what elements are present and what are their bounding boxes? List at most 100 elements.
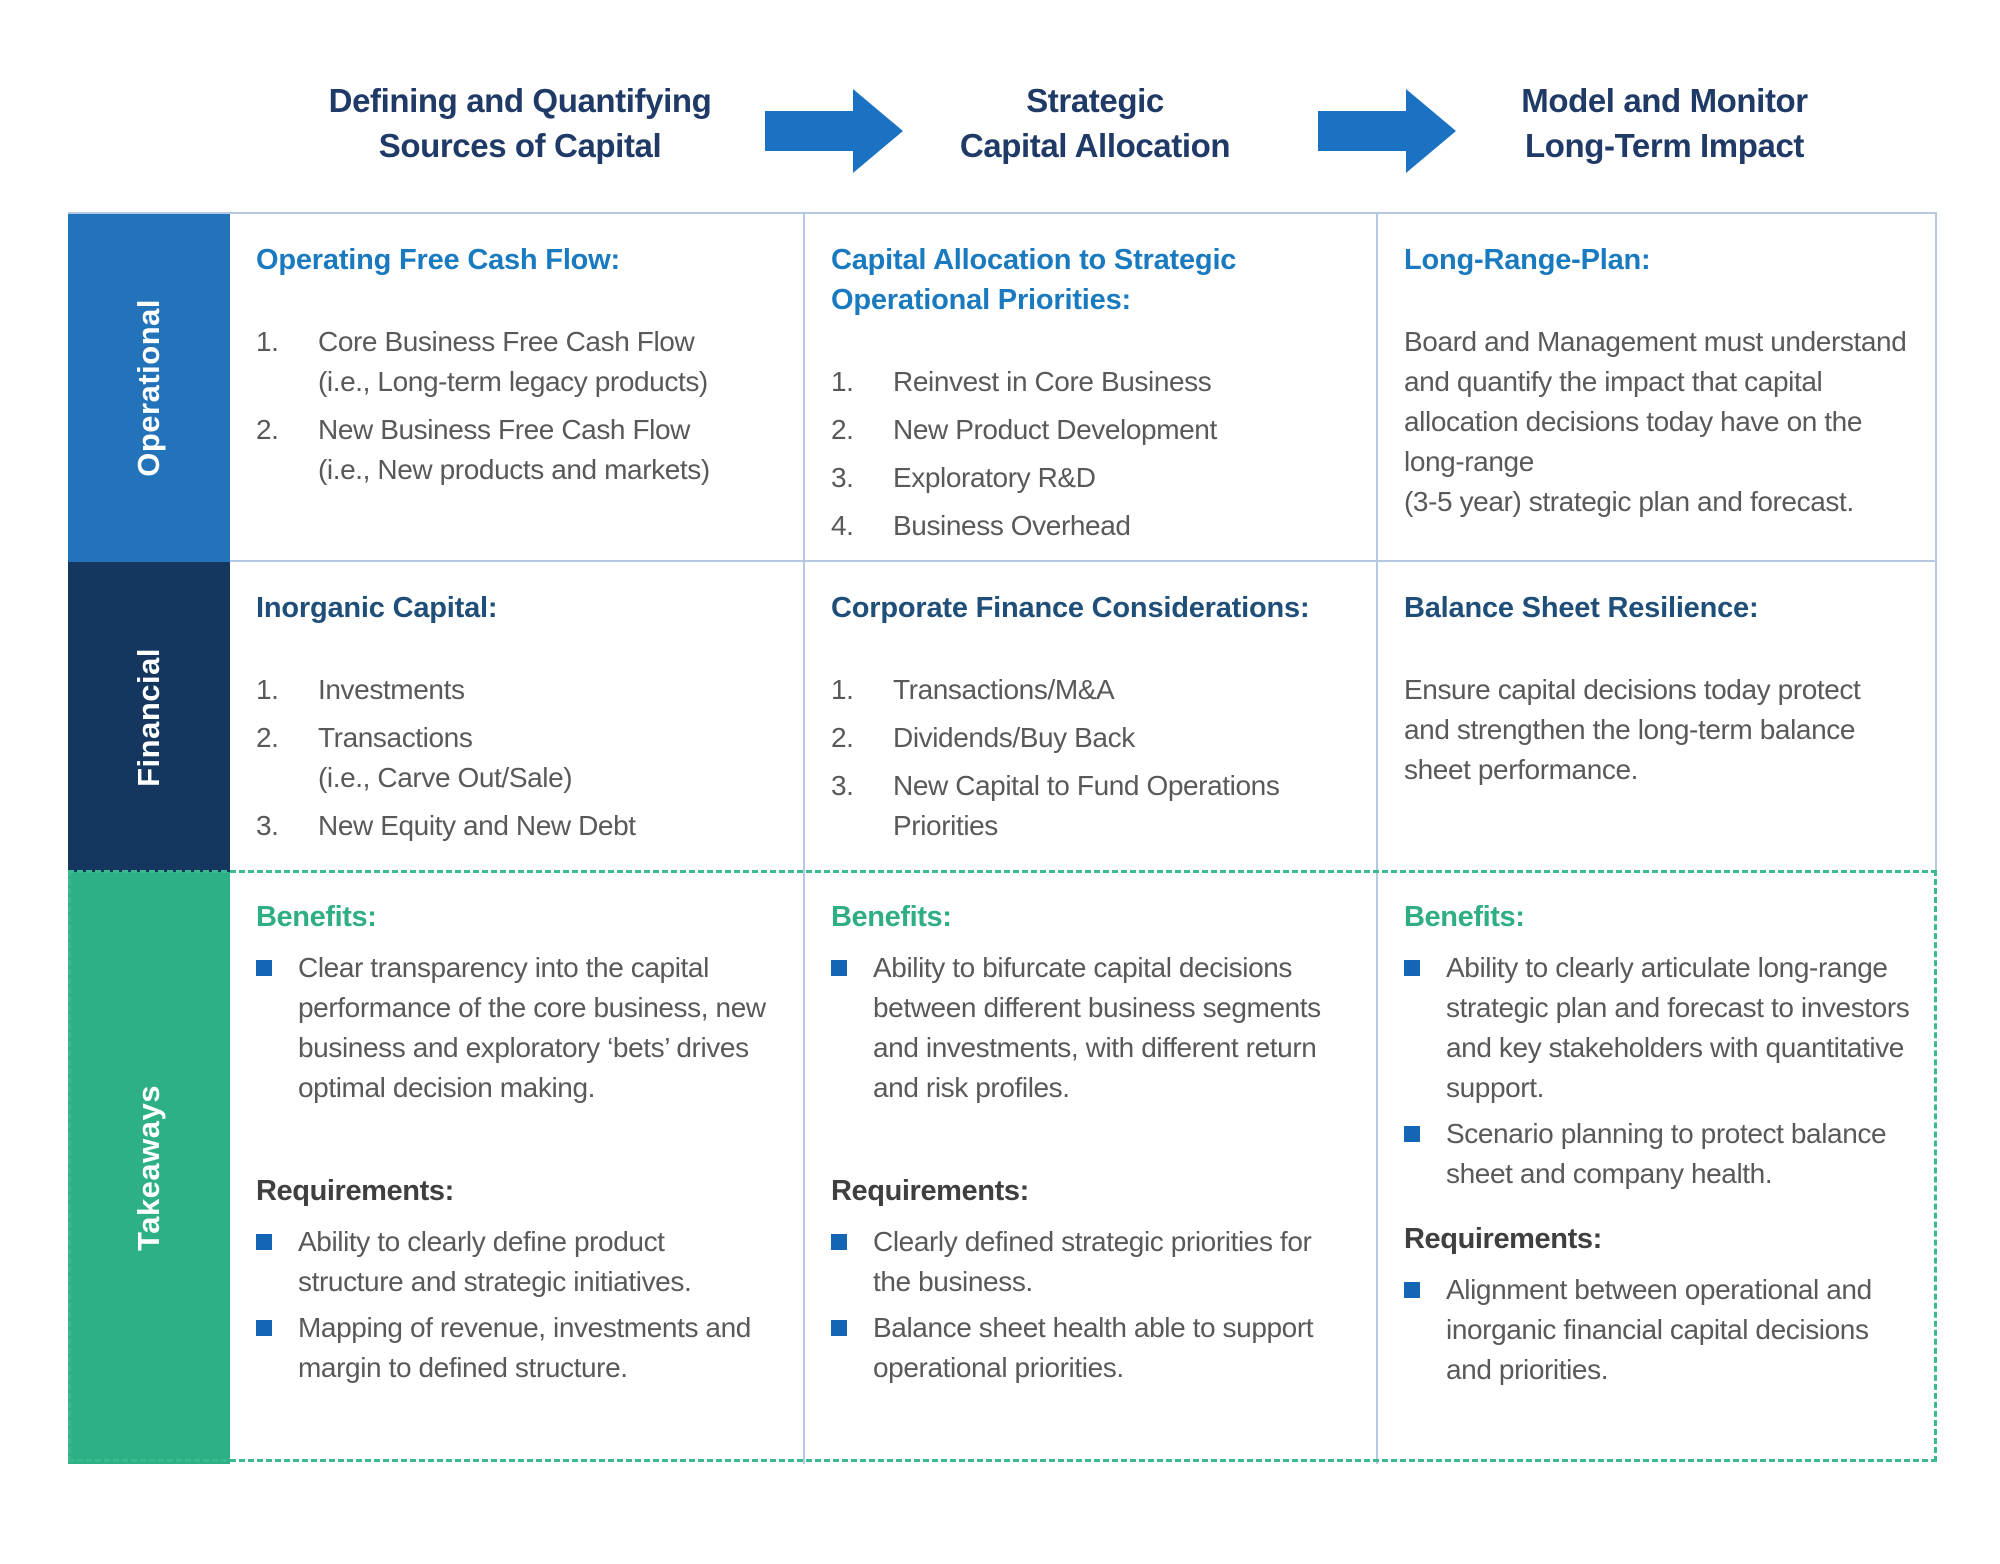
cell-operational-col3: Long-Range-Plan: Board and Management mus… (1378, 214, 1937, 562)
row-label-operational: Operational (68, 214, 230, 562)
list-item-number: 2. (831, 414, 854, 445)
list-item-number: 3. (256, 810, 279, 841)
requirements-heading: Requirements: (1404, 1223, 1602, 1255)
list-item: Scenario planning to protect balance she… (1404, 1114, 1911, 1194)
list-item-number: 2. (831, 722, 854, 753)
row-label-text: Operational (131, 299, 166, 477)
cell-operational-col1: Operating Free Cash Flow:1.Core Business… (230, 214, 805, 562)
cell-heading: Balance Sheet Resilience: (1404, 592, 1759, 624)
bullet-square-icon (256, 1308, 298, 1388)
list-item-text: Scenario planning to protect balance she… (1446, 1118, 1887, 1189)
numbered-list: 1. Transactions/M&A 2. Dividends/Buy Back 3.… (831, 670, 1350, 846)
benefits-heading: Benefits: (831, 901, 952, 933)
requirements-list: Ability to clearly define product struct… (256, 1222, 777, 1388)
list-item-number: 4. (831, 510, 854, 541)
list-item: Clearly defined strategic priorities for… (831, 1222, 1350, 1302)
bullet-square-icon (1404, 1114, 1446, 1194)
list-item-text: Alignment between operational and inorga… (1446, 1274, 1872, 1385)
list-item: 1. Investments (256, 670, 777, 710)
bullet-square-icon (831, 1308, 873, 1388)
list-item-text: Ability to clearly articulate long-range… (1446, 952, 1910, 1103)
list-item-number: 2. (256, 414, 279, 445)
bullet-square-icon (256, 1222, 298, 1302)
list-item-text: Dividends/Buy Back (893, 722, 1135, 753)
cell-heading: Corporate Finance Considerations: (831, 592, 1310, 624)
list-item-number: 3. (831, 770, 854, 801)
bullet-square-icon (256, 948, 298, 1108)
list-item-text: New Capital to Fund Operations Prioritie… (893, 770, 1280, 841)
cell-heading: Capital Allocation to Strategic Operatio… (831, 244, 1237, 316)
list-item-number: 1. (831, 674, 854, 705)
list-item: Balance sheet health able to support ope… (831, 1308, 1350, 1388)
list-item-text: New Product Development (893, 414, 1217, 445)
capital-matrix-table: Operational Operating Free Cash Flow:1.Co… (68, 212, 1937, 1464)
requirements-heading: Requirements: (831, 1175, 1029, 1207)
row-label-text: Takeaways (131, 1085, 166, 1251)
process-step-strategic-capital-allocation: Strategic Capital Allocation (959, 82, 1231, 164)
list-item: 2. Dividends/Buy Back (831, 718, 1350, 758)
process-arrow-icon (765, 89, 903, 173)
list-item-text: Clearly defined strategic priorities for… (873, 1226, 1312, 1297)
list-item-number: 1. (256, 326, 279, 357)
list-item: Ability to bifurcate capital decisions b… (831, 948, 1350, 1108)
benefits-list: Ability to clearly articulate long-range… (1404, 948, 1911, 1194)
list-item: 3. New Capital to Fund Operations Priorit… (831, 766, 1350, 846)
numbered-list: 1. Core Business Free Cash Flow (i.e., Lo… (256, 322, 777, 490)
list-item-text: New Equity and New Debt (318, 810, 636, 841)
process-step-model-and-monitor: Model and Monitor Long-Term Impact (1521, 82, 1808, 164)
list-item: Clear transparency into the capital perf… (256, 948, 777, 1108)
list-item: 2.New Business Free Cash Flow (i.e., New… (256, 410, 777, 490)
requirements-list: Clearly defined strategic priorities for… (831, 1222, 1350, 1388)
benefits-list: Ability to bifurcate capital decisions b… (831, 948, 1350, 1108)
list-item-number: 1. (256, 674, 279, 705)
list-item-number: 3. (831, 462, 854, 493)
bullet-square-icon (1404, 1270, 1446, 1390)
numbered-list: 1. Reinvest in Core Business 2. New Product… (831, 362, 1350, 546)
list-item-number: 2. (256, 722, 279, 753)
list-item: Ability to clearly define product struct… (256, 1222, 777, 1302)
list-item-text: Core Business Free Cash Flow (i.e., Long… (318, 326, 708, 397)
list-item: 4. Business Overhead (831, 506, 1350, 546)
list-item-text: Ability to clearly define product struct… (298, 1226, 692, 1297)
list-item-text: Balance sheet health able to support ope… (873, 1312, 1314, 1383)
list-item: 1. Transactions/M&A (831, 670, 1350, 710)
cell-paragraph: Board and Management must understand and… (1404, 326, 1907, 517)
cell-heading: Long-Range-Plan: (1404, 244, 1651, 276)
list-item-text: Business Overhead (893, 510, 1131, 541)
list-item: 3. Exploratory R&D (831, 458, 1350, 498)
benefits-heading: Benefits: (1404, 901, 1525, 933)
list-item-text: Transactions/M&A (893, 674, 1115, 705)
cell-paragraph: Ensure capital decisions today protect a… (1404, 674, 1861, 785)
process-step-sources-of-capital: Defining and Quantifying Sources of Capi… (328, 82, 712, 164)
cell-financial-col2: Corporate Finance Considerations: 1. Trans… (805, 562, 1378, 872)
list-item-text: Investments (318, 674, 465, 705)
benefits-list: Clear transparency into the capital perf… (256, 948, 777, 1108)
cell-financial-col3: Balance Sheet Resilience: Ensure capital … (1378, 562, 1937, 872)
list-item: 1. Reinvest in Core Business (831, 362, 1350, 402)
list-item: 2. New Product Development (831, 410, 1350, 450)
list-item-text: Exploratory R&D (893, 462, 1096, 493)
cell-takeaways-col3: Benefits: Ability to clearly articulate l… (1378, 872, 1937, 1464)
bullet-square-icon (831, 948, 873, 1108)
list-item-text: Transactions (i.e., Carve Out/Sale) (318, 722, 573, 793)
cell-takeaways-col2: Benefits: Ability to bifurcate capital de… (805, 872, 1378, 1464)
list-item: 2. Transactions (i.e., Carve Out/Sale) (256, 718, 777, 798)
bullet-square-icon (831, 1222, 873, 1302)
list-item: 3. New Equity and New Debt (256, 806, 777, 846)
numbered-list: 1. Investments 2. Transactions (i.e., Carve… (256, 670, 777, 846)
list-item-text: Mapping of revenue, investments and marg… (298, 1312, 751, 1383)
cell-takeaways-col1: Benefits:Clear transparency into the cap… (230, 872, 805, 1464)
list-item-text: Clear transparency into the capital perf… (298, 952, 766, 1103)
list-item: Mapping of revenue, investments and marg… (256, 1308, 777, 1388)
list-item-text: Reinvest in Core Business (893, 366, 1212, 397)
cell-operational-col2: Capital Allocation to Strategic Operatio… (805, 214, 1378, 562)
list-item: Ability to clearly articulate long-range… (1404, 948, 1911, 1108)
row-label-takeaways: Takeaways (68, 872, 230, 1464)
cell-heading: Inorganic Capital: (256, 592, 498, 624)
cell-financial-col1: Inorganic Capital: 1. Investments 2. Transac… (230, 562, 805, 872)
process-arrow-icon (1318, 89, 1456, 173)
list-item-number: 1. (831, 366, 854, 397)
list-item-text: Ability to bifurcate capital decisions b… (873, 952, 1321, 1103)
list-item: Alignment between operational and inorga… (1404, 1270, 1911, 1390)
